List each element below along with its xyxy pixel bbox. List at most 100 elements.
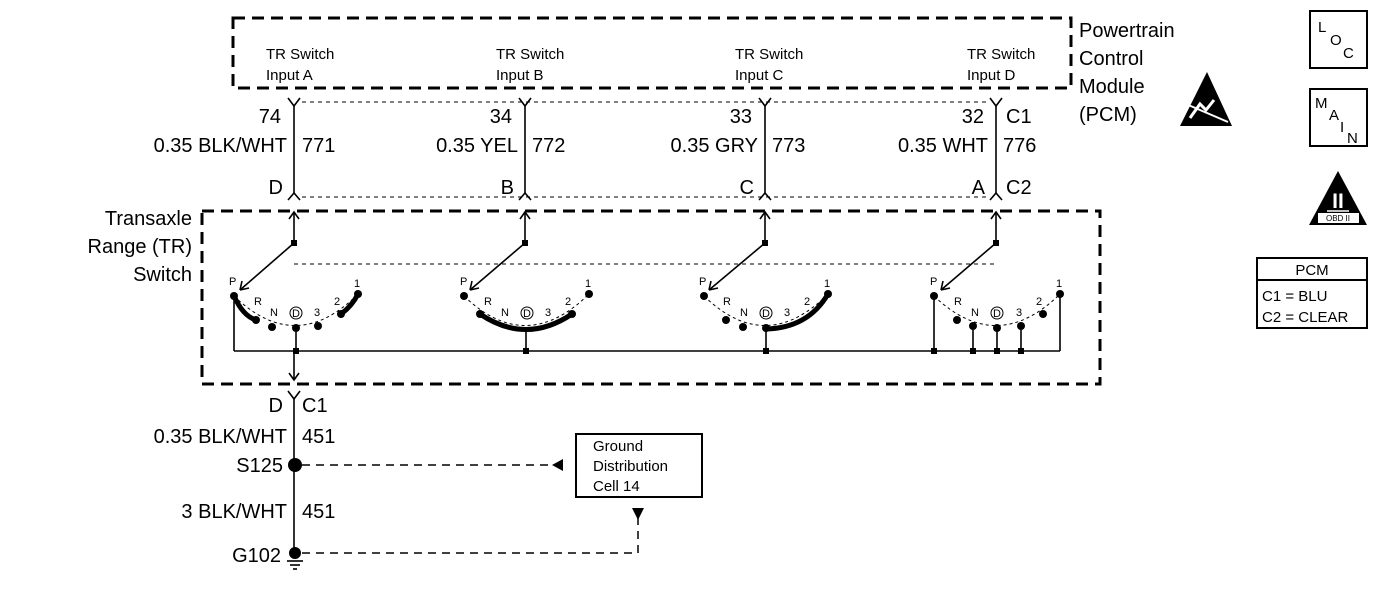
- position-label: 1: [354, 278, 360, 290]
- tr-position-labels-3: P R N D 3 2 1: [699, 276, 830, 320]
- splice-label: S125: [236, 455, 283, 477]
- tr-switch-contacts-4: [930, 290, 1064, 351]
- ground-connector-c1: C1: [302, 395, 328, 417]
- tr-position-labels-4: P R N D 3 2 1: [930, 276, 1062, 320]
- position-label: 2: [804, 296, 810, 308]
- position-label: 1: [824, 278, 830, 290]
- tr-switch-title: Transaxle Range (TR) Switch: [88, 208, 192, 286]
- tr-switch-contacts-2: [460, 290, 593, 351]
- tr-switch-contacts-3: [700, 290, 832, 351]
- pcm-pin-34: 34: [490, 106, 512, 128]
- position-label: R: [723, 296, 731, 308]
- pcm-pin-32: 32: [962, 106, 984, 128]
- input-d-label: TR Switch: [967, 46, 1035, 63]
- wire-773: 33 0.35 GRY 773 C: [671, 97, 805, 201]
- position-label: 1: [1056, 278, 1062, 290]
- wire-color-label: 0.35 YEL: [436, 135, 518, 157]
- connector-c2-label: C2: [1006, 177, 1032, 199]
- pcm-title-line: Control: [1079, 48, 1143, 70]
- position-label: R: [254, 296, 262, 308]
- position-label: R: [954, 296, 962, 308]
- position-label: D: [993, 308, 1001, 320]
- input-a-label: Input A: [266, 67, 313, 84]
- input-c-label: TR Switch: [735, 46, 803, 63]
- main-letter: A: [1329, 107, 1339, 124]
- wire-color-label: 0.35 BLK/WHT: [154, 135, 287, 157]
- ground-circuit: D C1 0.35 BLK/WHT 451 S125 3 BLK/WHT 451…: [154, 351, 335, 567]
- pcm-title-line: Module: [1079, 76, 1145, 98]
- distribution-label: Distribution: [593, 458, 668, 475]
- loc-letter: L: [1318, 19, 1326, 36]
- tr-common-bus: [233, 296, 1060, 354]
- obd-numeral: II: [1332, 190, 1344, 213]
- position-label: N: [740, 307, 748, 319]
- tr-pin-d: D: [269, 177, 283, 199]
- loc-letter: O: [1330, 32, 1342, 49]
- table-row: C1 = BLU: [1262, 288, 1327, 305]
- position-label: 3: [1016, 307, 1022, 319]
- position-label: D: [523, 308, 531, 320]
- splice-dot: [288, 458, 302, 472]
- position-label: 2: [334, 296, 340, 308]
- main-letter: I: [1340, 119, 1344, 136]
- position-label: D: [292, 308, 300, 320]
- main-letter: N: [1347, 130, 1358, 147]
- position-label: 3: [784, 307, 790, 319]
- circuit-number: 451: [302, 426, 335, 448]
- wire-776: 32 0.35 WHT 776 A C1 C2: [898, 97, 1036, 201]
- loc-letter: C: [1343, 45, 1354, 62]
- tr-title-line: Range (TR): [88, 236, 192, 258]
- circuit-number: 773: [772, 135, 805, 157]
- pcm-pin-74: 74: [259, 106, 281, 128]
- tr-title-line: Transaxle: [105, 208, 192, 230]
- loc-icon[interactable]: L O C: [1309, 10, 1368, 69]
- tr-title-line: Switch: [133, 264, 192, 286]
- pcm-pin-33: 33: [730, 106, 752, 128]
- position-label: D: [762, 308, 770, 320]
- wire-772: 34 0.35 YEL 772 B: [436, 97, 565, 201]
- circuit-number: 771: [302, 135, 335, 157]
- position-label: 1: [585, 278, 591, 290]
- wire-color-label: 0.35 BLK/WHT: [154, 426, 287, 448]
- position-label: N: [501, 307, 509, 319]
- position-label: P: [229, 276, 236, 288]
- wire-color-label: 3 BLK/WHT: [181, 501, 287, 523]
- tr-switch-contacts-1: [230, 290, 362, 351]
- circuit-number: 451: [302, 501, 335, 523]
- wire-771: 74 0.35 BLK/WHT 771 D: [154, 97, 335, 201]
- wire-color-label: 0.35 WHT: [898, 135, 988, 157]
- position-label: N: [971, 307, 979, 319]
- input-b-label: TR Switch: [496, 46, 564, 63]
- tr-pin-b: B: [501, 177, 514, 199]
- reference-arrow-icon: [552, 459, 563, 471]
- pcm-title-line: Powertrain: [1079, 20, 1175, 42]
- ground-label: G102: [232, 545, 281, 567]
- table-row: C2 = CLEAR: [1262, 309, 1348, 326]
- pcm-connector-table: PCM C1 = BLU C2 = CLEAR: [1256, 257, 1368, 329]
- input-a-label: TR Switch: [266, 46, 334, 63]
- circuit-number: 776: [1003, 135, 1036, 157]
- position-label: 2: [565, 296, 571, 308]
- tr-pin-c: C: [740, 177, 754, 199]
- ground-pin-d: D: [269, 395, 283, 417]
- connector-c1-label: C1: [1006, 106, 1032, 128]
- table-header: PCM: [1295, 262, 1328, 279]
- esd-warning-icon: [1180, 72, 1232, 126]
- tr-pin-a: A: [972, 177, 986, 199]
- position-label: N: [270, 307, 278, 319]
- position-label: 3: [314, 307, 320, 319]
- tr-position-labels-1: P R N D 3 2 1: [229, 276, 360, 320]
- tr-switch-inputs: [239, 210, 1002, 291]
- pcm-title: Powertrain Control Module (PCM): [1079, 20, 1175, 126]
- obd-ii-icon[interactable]: II OBD II: [1309, 171, 1367, 225]
- circuit-number: 772: [532, 135, 565, 157]
- input-d-label: Input D: [967, 67, 1016, 84]
- position-label: P: [460, 276, 467, 288]
- position-label: P: [699, 276, 706, 288]
- distribution-label: Ground: [593, 438, 643, 455]
- input-c-label: Input C: [735, 67, 784, 84]
- main-icon[interactable]: M A I N: [1309, 88, 1368, 147]
- distribution-label: Cell 14: [593, 478, 640, 495]
- ground-distribution-box[interactable]: [575, 433, 703, 498]
